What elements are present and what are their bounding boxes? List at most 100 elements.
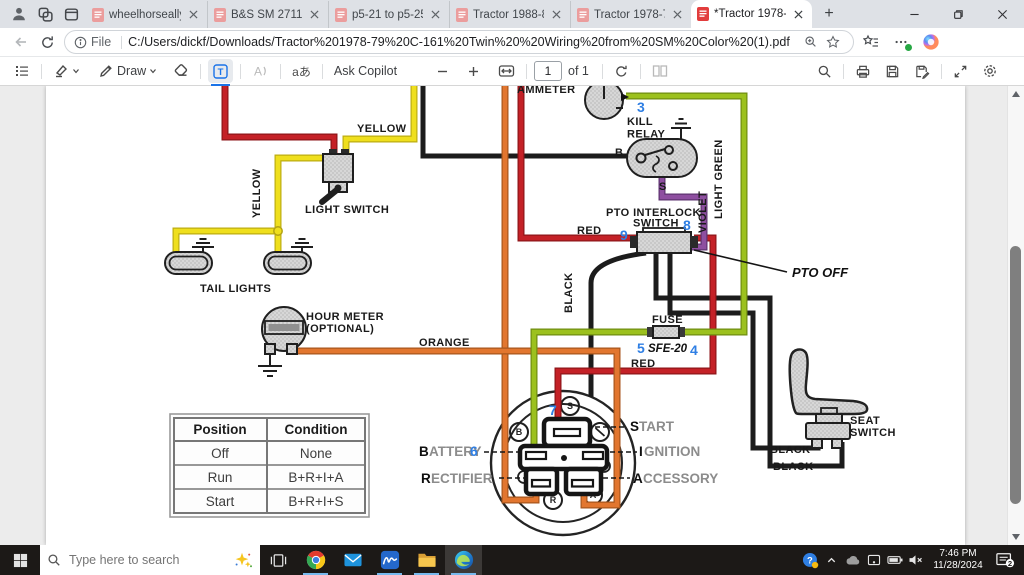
zoom-page-controls: of 1	[432, 59, 672, 83]
pdf-file-icon	[335, 7, 347, 22]
tray-chevron-icon[interactable]	[821, 545, 842, 575]
wire-red-lightswitch	[225, 86, 334, 154]
read-aloud-icon[interactable]: A	[248, 59, 273, 83]
browser-tab-active[interactable]: *Tractor 1978-79 C-1	[691, 0, 812, 28]
onedrive-cloud-icon[interactable]	[842, 545, 863, 575]
label-fuse-rating: SFE-20	[648, 343, 688, 355]
restore-button[interactable]	[936, 0, 980, 28]
tab-close-icon[interactable]	[307, 7, 322, 22]
start-button[interactable]	[0, 545, 40, 575]
scrollbar-up-arrow[interactable]	[1012, 91, 1020, 97]
label-hour-meter: HOUR METER	[306, 311, 384, 323]
new-tab-button[interactable]: +	[824, 5, 834, 22]
highlighter-icon[interactable]	[49, 59, 84, 83]
refresh-icon[interactable]	[34, 30, 60, 54]
tablet-device-icon[interactable]	[863, 545, 884, 575]
taskbar-app-edge[interactable]	[445, 545, 482, 575]
browser-tab[interactable]: p5-21 to p5-25 1990	[328, 1, 449, 28]
volume-muted-icon[interactable]	[905, 545, 926, 575]
taskbar-app-blue-tile[interactable]	[371, 545, 408, 575]
tab-close-icon[interactable]	[670, 7, 685, 22]
update-badge	[904, 43, 913, 52]
divider	[941, 63, 942, 79]
taskbar-app-mail[interactable]	[334, 545, 371, 575]
favorites-bar-icon[interactable]	[858, 30, 884, 54]
wire-yellow-top	[346, 86, 414, 154]
copilot-icon[interactable]	[918, 30, 944, 54]
battery-icon[interactable]	[884, 545, 905, 575]
table-header-condition: Condition	[285, 422, 348, 437]
divider	[321, 63, 323, 79]
page-number-input[interactable]	[534, 61, 562, 81]
wire-black-pto-keyswitch	[588, 250, 647, 397]
label-black-seat-2: BLACK	[773, 461, 814, 473]
help-glyph: ?	[807, 555, 813, 566]
minimize-button[interactable]	[892, 0, 936, 28]
toc-icon[interactable]	[10, 59, 34, 83]
tail-lights: TAIL LIGHTS	[164, 238, 313, 295]
fit-width-icon[interactable]	[494, 59, 519, 83]
fullscreen-icon[interactable]	[949, 59, 972, 83]
callout-start-initial: S	[630, 419, 639, 434]
callout-number-6: 6	[470, 443, 478, 459]
tab-actions-icon[interactable]	[58, 2, 84, 26]
taskbar-app-chrome[interactable]	[297, 545, 334, 575]
light-switch: LIGHT SWITCH	[305, 149, 389, 216]
url-text[interactable]: C:/Users/dickf/Downloads/Tractor%201978-…	[128, 35, 790, 49]
translate-icon[interactable]: aあ	[288, 59, 315, 83]
profile-icon[interactable]	[6, 2, 32, 26]
workspaces-icon[interactable]	[32, 2, 58, 26]
position-condition-table: Position Condition Off None Run B+R+I+A …	[169, 413, 370, 518]
tab-close-icon[interactable]	[428, 7, 443, 22]
text-select-button[interactable]: T	[208, 59, 234, 86]
settings-gear-icon[interactable]	[978, 59, 1002, 83]
task-view-button[interactable]	[260, 545, 297, 575]
tab-close-icon[interactable]	[186, 7, 201, 22]
label-fuse: FUSE	[652, 314, 683, 326]
print-icon[interactable]	[851, 59, 875, 83]
browser-tab[interactable]: wheelhorseallyears.p	[86, 1, 207, 28]
taskbar-app-file-explorer[interactable]	[408, 545, 445, 575]
label-seat-switch: SWITCH	[850, 427, 896, 439]
close-window-button[interactable]	[980, 0, 1024, 28]
search-icon[interactable]	[813, 59, 836, 83]
browser-tab[interactable]: Tractor 1978-79 C-1	[570, 1, 691, 28]
page-view-icon[interactable]	[648, 59, 672, 83]
help-update-icon[interactable]: ?	[800, 545, 821, 575]
rotate-icon[interactable]	[610, 59, 633, 83]
zoom-in-icon[interactable]	[463, 59, 484, 83]
back-icon[interactable]	[8, 30, 34, 54]
favorite-star-icon[interactable]	[822, 32, 844, 52]
callout-ignition-rest: GNITION	[644, 444, 700, 459]
callout-rectifier-initial: R	[421, 471, 431, 486]
tab-close-icon[interactable]	[549, 7, 564, 22]
taskbar-clock[interactable]: 7:46 PM 11/28/2024	[926, 548, 990, 573]
taskbar-search-box[interactable]	[40, 545, 260, 575]
label-pto-interlock: PTO INTERLOCK	[606, 207, 701, 219]
vertical-scrollbar[interactable]	[1007, 86, 1024, 545]
browser-tab[interactable]: B&S SM 271172 Twi	[207, 1, 328, 28]
divider	[843, 63, 844, 79]
zoom-page-icon[interactable]	[800, 32, 822, 52]
draw-button[interactable]: Draw	[94, 59, 161, 83]
browser-tab[interactable]: Tractor 1988-89 208	[449, 1, 570, 28]
save-icon[interactable]	[881, 59, 904, 83]
search-input[interactable]	[67, 552, 225, 568]
action-center-icon[interactable]: 2	[990, 545, 1020, 575]
browser-menu-icon[interactable]	[888, 30, 914, 54]
zoom-out-icon[interactable]	[432, 59, 453, 83]
save-as-icon[interactable]	[910, 59, 934, 83]
url-field[interactable]: File C:/Users/dickf/Downloads/Tractor%20…	[64, 30, 854, 54]
tab-label: wheelhorseallyears.p	[109, 8, 181, 21]
scrollbar-thumb[interactable]	[1010, 246, 1021, 504]
callout-battery-initial: B	[419, 444, 429, 459]
eraser-icon[interactable]	[169, 59, 193, 83]
label-yellow-top: YELLOW	[357, 123, 407, 135]
address-bar: File C:/Users/dickf/Downloads/Tractor%20…	[0, 28, 1024, 57]
ask-copilot-button[interactable]: Ask Copilot	[330, 59, 401, 83]
scrollbar-down-arrow[interactable]	[1012, 534, 1020, 540]
table-cell: B+R+I+A	[288, 470, 343, 485]
tab-close-icon[interactable]	[791, 7, 806, 22]
label-violet: VIOLET	[697, 191, 709, 233]
info-icon[interactable]	[74, 36, 87, 49]
